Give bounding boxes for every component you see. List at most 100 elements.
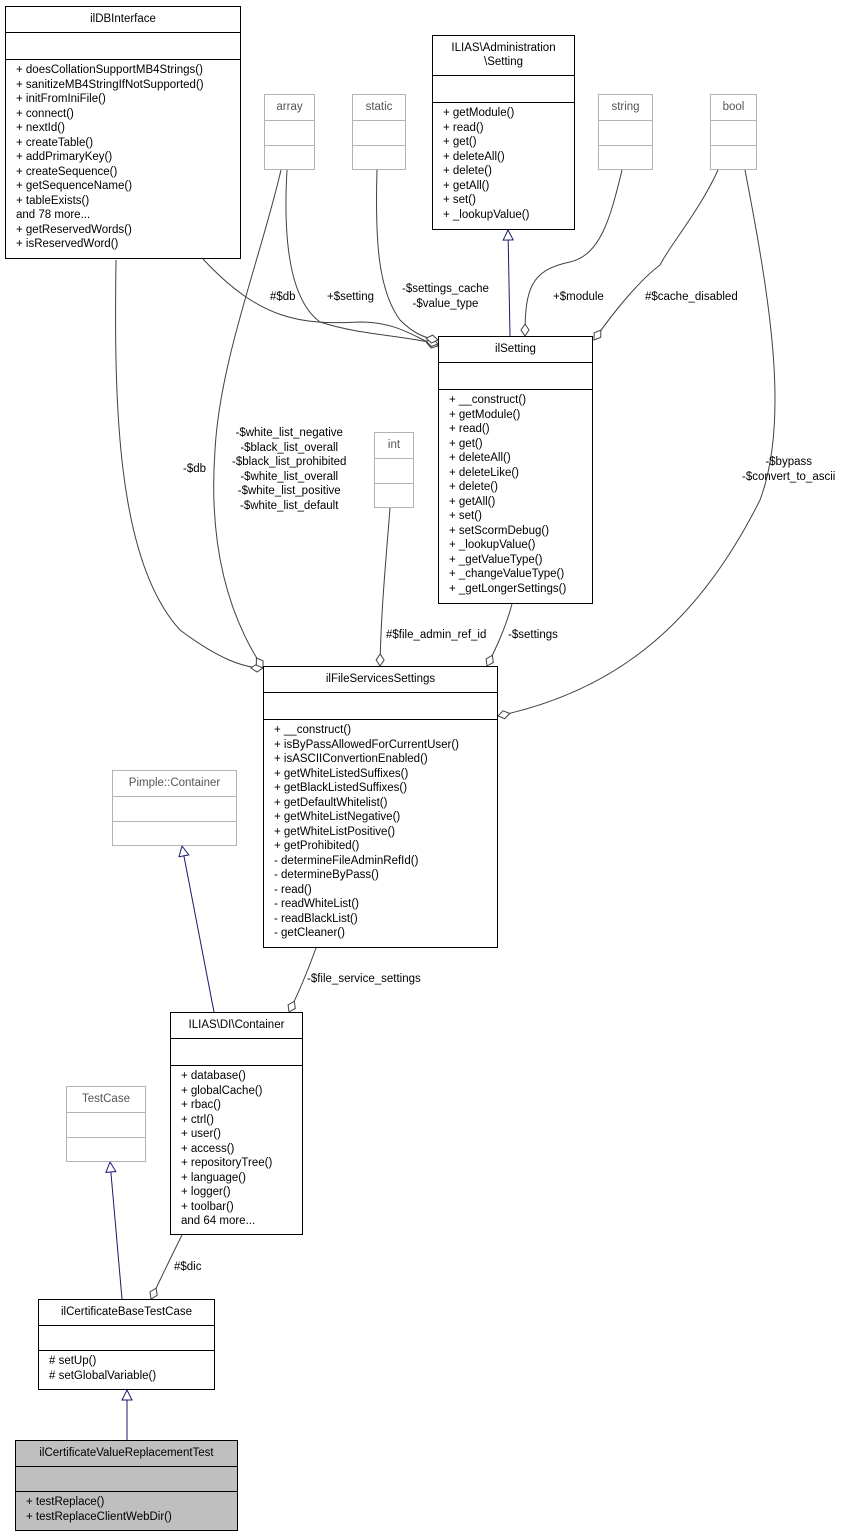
methods-section bbox=[353, 145, 405, 170]
class-member: + tableExists() bbox=[16, 194, 90, 207]
class-member: + getDefaultWhitelist() bbox=[274, 796, 388, 809]
edge-label-white-list: -$white_list_negative -$black_list_overa… bbox=[232, 427, 347, 512]
class-member: + setScormDebug() bbox=[449, 524, 550, 537]
edge-label-bypass: -$bypass -$convert_to_ascii bbox=[742, 456, 836, 483]
class-member: + _getLongerSettings() bbox=[449, 582, 567, 595]
class-title: ILIAS\Administration \Setting bbox=[451, 42, 556, 68]
edge-container-to-basetest bbox=[149, 1234, 183, 1300]
class-member: + _lookupValue() bbox=[443, 208, 530, 221]
methods-section: + doesCollationSupportMB4Strings()+ sani… bbox=[6, 59, 240, 255]
class-string[interactable]: string bbox=[598, 94, 653, 170]
class-member: + __construct() bbox=[274, 724, 352, 736]
class-member: + get() bbox=[443, 136, 477, 148]
attributes-section bbox=[711, 120, 756, 145]
class-member: + set() bbox=[449, 510, 482, 522]
class-array[interactable]: array bbox=[264, 94, 315, 170]
edge-static-to-ilsetting bbox=[375, 169, 439, 344]
class-pimple-container[interactable]: Pimple::Container bbox=[112, 770, 237, 846]
class-member: + sanitizeMB4StringIfNotSupported() bbox=[16, 78, 204, 91]
edge-array-to-ilsetting bbox=[285, 169, 439, 348]
edge-label-module: +$module bbox=[553, 291, 604, 303]
edge-bool-to-fileservices bbox=[497, 169, 776, 720]
class-di-container[interactable]: ILIAS\DI\Container + database()+ globalC… bbox=[170, 1012, 303, 1235]
methods-section: # setUp()# setGlobalVariable() bbox=[39, 1350, 214, 1386]
attributes-section bbox=[599, 120, 652, 145]
class-member: + createSequence() bbox=[16, 165, 118, 178]
edge-basetest-extends-testcase bbox=[110, 1162, 123, 1300]
edge-label-db: #$db bbox=[270, 291, 296, 303]
class-member: and 64 more... bbox=[181, 1215, 256, 1227]
class-member: + database() bbox=[181, 1070, 246, 1082]
class-title: int bbox=[387, 439, 401, 451]
attributes-section bbox=[6, 32, 240, 59]
class-member: + getModule() bbox=[449, 408, 521, 421]
class-member: + deleteAll() bbox=[443, 150, 505, 163]
class-title: ilDBInterface bbox=[90, 13, 156, 25]
edge-ilsetting-implements-setting bbox=[508, 230, 510, 337]
class-member: + createTable() bbox=[16, 136, 94, 149]
class-member: + getAll() bbox=[443, 179, 490, 192]
attributes-section bbox=[439, 362, 592, 389]
methods-section bbox=[375, 483, 413, 508]
class-member: + deleteLike() bbox=[449, 466, 519, 479]
attributes-section bbox=[113, 796, 236, 821]
class-ilcertificatebasetestcase[interactable]: ilCertificateBaseTestCase # setUp()# set… bbox=[38, 1299, 215, 1390]
class-title: Pimple::Container bbox=[128, 777, 221, 789]
class-member: + isReservedWord() bbox=[16, 238, 119, 250]
attributes-section bbox=[39, 1325, 214, 1350]
edge-label-dic: #$dic bbox=[174, 1261, 202, 1273]
class-title: ilCertificateBaseTestCase bbox=[60, 1306, 193, 1318]
class-member: + read() bbox=[449, 423, 490, 435]
class-member: + getProhibited() bbox=[274, 840, 360, 852]
attributes-section bbox=[265, 120, 314, 145]
class-member: + getWhiteListedSuffixes() bbox=[274, 767, 409, 780]
edge-label-file-service-settings: -$file_service_settings bbox=[307, 973, 421, 985]
methods-section bbox=[113, 821, 236, 846]
edge-label-settings: -$settings bbox=[508, 629, 558, 641]
class-int[interactable]: int bbox=[374, 432, 414, 508]
class-member: # setGlobalVariable() bbox=[49, 1369, 157, 1382]
class-static[interactable]: static bbox=[352, 94, 406, 170]
edge-db-to-ilsetting bbox=[202, 258, 439, 349]
class-administration-setting[interactable]: ILIAS\Administration \Setting + getModul… bbox=[432, 35, 575, 230]
edge-label-settings-cache: -$settings_cache -$value_type bbox=[402, 283, 489, 310]
class-ildbinterface[interactable]: ilDBInterface + doesCollationSupportMB4S… bbox=[5, 6, 241, 259]
class-member: + testReplace() bbox=[26, 1496, 105, 1508]
class-member: + getModule() bbox=[443, 107, 515, 119]
methods-section bbox=[265, 145, 314, 170]
class-ilfileservicessettings[interactable]: ilFileServicesSettings + __construct()+ … bbox=[263, 666, 498, 948]
class-member: + isByPassAllowedForCurrentUser() bbox=[274, 738, 460, 751]
methods-section: + __construct() + getModule() + read() + ge… bbox=[439, 389, 592, 599]
edge-label-setting: +$setting bbox=[327, 291, 374, 303]
methods-section: + __construct() + isByPassAllowedForCurre… bbox=[264, 719, 497, 944]
class-ilcertificatevaluereplacementtest[interactable]: ilCertificateValueReplacementTest + test… bbox=[15, 1440, 238, 1531]
class-member: + get() bbox=[449, 437, 483, 450]
class-bool[interactable]: bool bbox=[710, 94, 757, 170]
attributes-section bbox=[353, 120, 405, 145]
methods-section bbox=[599, 145, 652, 170]
class-member: + isASCIIConvertionEnabled() bbox=[274, 753, 428, 765]
attributes-section bbox=[264, 692, 497, 719]
class-member: + testReplaceClientWebDir() bbox=[26, 1510, 172, 1523]
class-member: + _changeValueType() bbox=[449, 568, 565, 580]
methods-section: + testReplace() + testReplaceClientWebDir… bbox=[16, 1491, 237, 1527]
edge-label-file-admin-ref-id: #$file_admin_ref_id bbox=[386, 629, 487, 641]
attributes-section bbox=[67, 1112, 145, 1137]
class-member: + logger() bbox=[181, 1186, 231, 1198]
class-member: + globalCache() bbox=[181, 1084, 263, 1097]
edge-label-cache-disabled: #$cache_disabled bbox=[645, 291, 738, 303]
class-title: ilSetting bbox=[495, 343, 536, 355]
class-member: + __construct() bbox=[449, 394, 527, 406]
class-title: string bbox=[611, 101, 640, 113]
attributes-section bbox=[16, 1466, 237, 1491]
class-member: + nextId() bbox=[16, 122, 65, 134]
attributes-section bbox=[375, 458, 413, 483]
class-member: + rbac() bbox=[181, 1099, 221, 1111]
class-member: + deleteAll() bbox=[449, 452, 511, 464]
methods-section: + getModule()+ read()+ get()+ deleteAll(… bbox=[433, 102, 574, 225]
class-member: + getAll() bbox=[449, 495, 496, 508]
class-testcase[interactable]: TestCase bbox=[66, 1086, 146, 1162]
edge-array-to-fileservices bbox=[213, 169, 282, 669]
class-ilsetting[interactable]: ilSetting + __construct()+ getModule()+ … bbox=[438, 336, 593, 604]
class-member: + getSequenceName() bbox=[16, 180, 133, 192]
